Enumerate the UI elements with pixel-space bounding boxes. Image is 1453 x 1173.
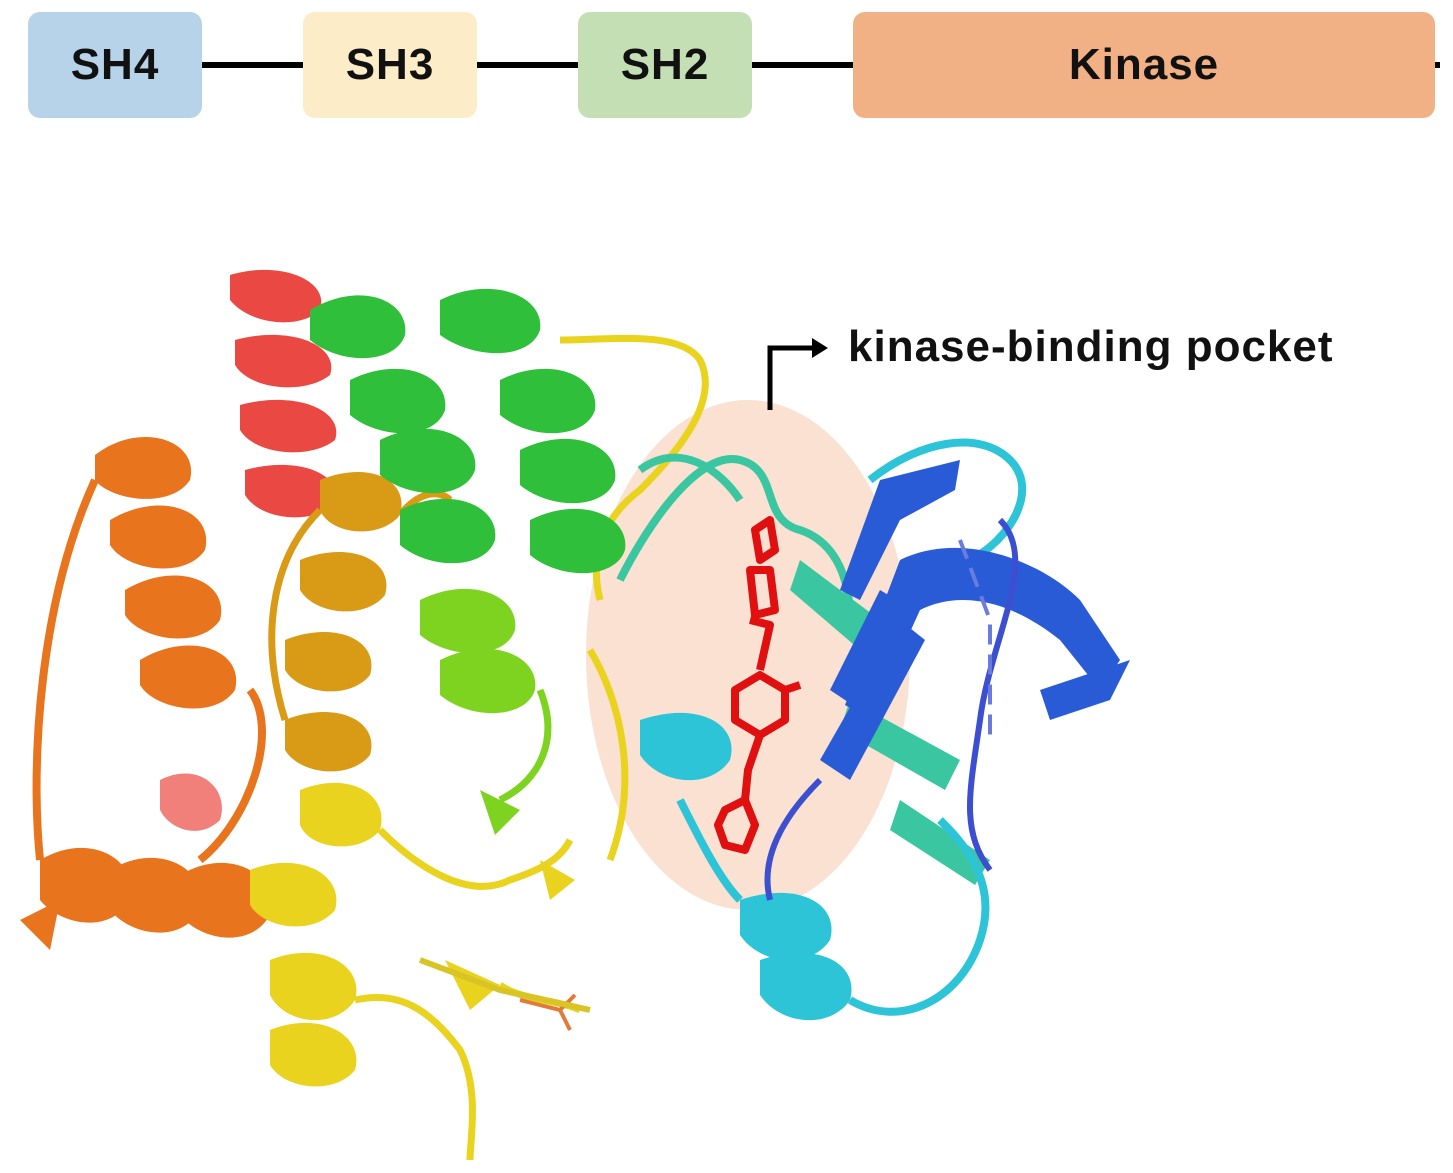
lightgreen-loop <box>498 688 552 804</box>
pocket-label: kinase-binding pocket <box>848 322 1334 371</box>
side-chain-sticks <box>519 993 577 1031</box>
domain-kinase: Kinase <box>853 12 1435 118</box>
domain-sh4-label: SH4 <box>70 40 160 89</box>
green-helix <box>310 288 626 574</box>
pocket-arrow <box>767 345 812 410</box>
orange-helix <box>20 436 272 950</box>
domain-sh3-label: SH3 <box>345 40 435 89</box>
ligand-molecule <box>714 516 802 854</box>
yellow-strand <box>418 957 591 1013</box>
red-helix <box>160 269 337 831</box>
disordered-loop <box>958 539 992 740</box>
orange-loop <box>32 478 266 864</box>
cyan-loop <box>676 438 1027 1016</box>
yellow-helix <box>250 782 575 1087</box>
domain-sh2-label: SH2 <box>620 40 710 89</box>
blue-loop <box>764 517 1019 901</box>
blue-sheet <box>820 460 1130 780</box>
domain-sh2: SH2 <box>578 12 752 118</box>
domain-kinase-label: Kinase <box>1068 40 1220 89</box>
domain-sh3: SH3 <box>303 12 477 118</box>
teal-loop <box>616 453 854 621</box>
domain-sh4: SH4 <box>28 12 202 118</box>
binding-pocket-highlight <box>586 400 910 910</box>
amber-helix <box>285 472 402 772</box>
pocket-arrow-head <box>812 338 828 358</box>
domain-architecture: SH4 SH3 SH2 Kinase <box>0 0 1453 130</box>
cyan-helix <box>640 712 852 1021</box>
linker-line <box>200 62 1440 68</box>
lightgreen-helix <box>420 588 536 835</box>
